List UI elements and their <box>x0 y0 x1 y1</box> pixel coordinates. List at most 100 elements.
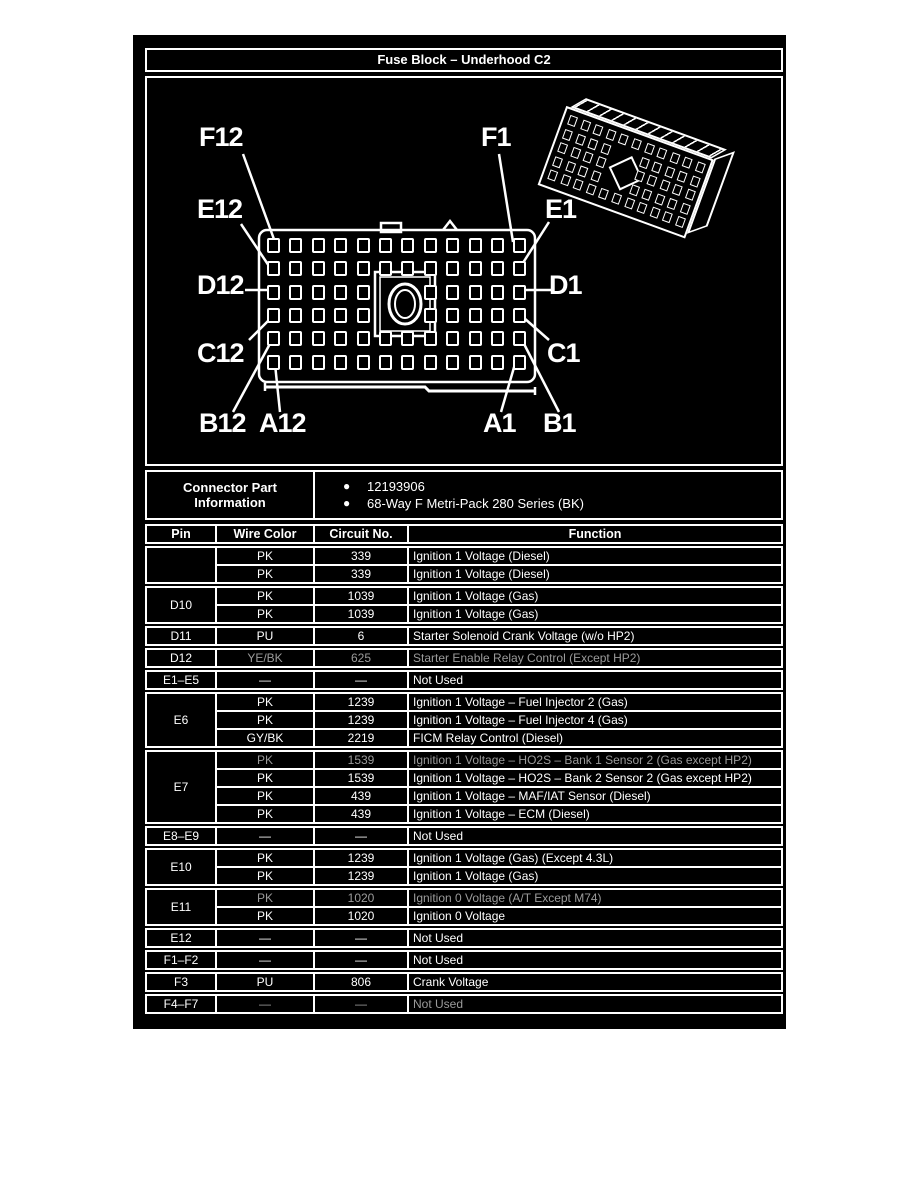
pin-cell <box>147 548 217 582</box>
circuit-no-cell: — <box>315 828 409 844</box>
circuit-no-cell: — <box>315 930 409 946</box>
iso-pin-hole <box>623 197 635 210</box>
pin-cell: F1–F2 <box>147 952 217 968</box>
table-row-group: F1–F2——Not Used <box>145 950 783 970</box>
pin-hole <box>468 238 482 253</box>
pin-cell: E7 <box>147 752 217 822</box>
iso-pin-hole <box>641 188 653 201</box>
pin-hole <box>311 261 325 276</box>
pin-hole <box>423 355 437 370</box>
function-cell: Ignition 1 Voltage (Gas) (Except 4.3L) <box>413 851 614 865</box>
wire-color-cell: — <box>217 952 315 968</box>
pin-hole <box>423 261 437 276</box>
wire-color-cell: PU <box>217 974 315 990</box>
pin-cell: E10 <box>147 850 217 884</box>
pin-hole <box>267 285 280 300</box>
wire-color-cell: GY/BK <box>217 730 315 746</box>
circuit-no-cell: 1020 <box>315 908 409 924</box>
table-row: ——Not Used <box>217 952 781 968</box>
iso-pin-hole <box>677 170 689 183</box>
wire-color-cell: PK <box>217 850 315 866</box>
iso-pin-hole <box>682 156 694 169</box>
iso-pin-hole <box>672 183 684 197</box>
function-cell: Not Used <box>413 673 464 687</box>
pin-cell: E12 <box>147 930 217 946</box>
function-cell: Not Used <box>413 829 464 843</box>
pin-cell: F3 <box>147 974 217 990</box>
pin-hole <box>356 308 370 323</box>
function-cell: Ignition 1 Voltage (Diesel) <box>413 549 550 563</box>
bullet-icon: ● <box>343 479 351 493</box>
table-row-group: E12——Not Used <box>145 928 783 948</box>
scanned-table-image: Fuse Block – Underhood C2 <box>133 35 786 1029</box>
function-cell: Ignition 1 Voltage – HO2S – Bank 1 Senso… <box>413 753 752 767</box>
function-cell: Not Used <box>413 997 464 1011</box>
pin-hole <box>491 355 504 370</box>
part-series: 68-Way F Metri-Pack 280 Series (BK) <box>367 496 584 511</box>
circuit-no-cell: 1539 <box>315 770 409 786</box>
row-group-rows: ——Not Used <box>217 828 781 844</box>
pin-hole <box>379 238 392 253</box>
function-cell: Ignition 1 Voltage (Gas) <box>413 607 539 621</box>
pin-hole <box>379 331 392 346</box>
iso-pin-hole <box>552 155 564 168</box>
pin-hole <box>513 285 527 300</box>
circuit-no-cell: 1539 <box>315 752 409 768</box>
pin-hole <box>334 331 348 346</box>
pin-hole <box>311 238 325 253</box>
pin-hole <box>491 308 504 323</box>
pin-hole <box>491 285 504 300</box>
iso-pin-hole <box>662 211 674 224</box>
function-cell: Ignition 1 Voltage – HO2S – Bank 2 Senso… <box>413 771 752 785</box>
pin-cell: E8–E9 <box>147 828 217 844</box>
wire-color-cell: PK <box>217 606 315 622</box>
circuit-no-cell: — <box>315 996 409 1012</box>
iso-pin-hole <box>547 169 559 182</box>
pin-hole <box>356 285 370 300</box>
pin-hole <box>267 238 280 253</box>
pin-hole <box>401 331 415 346</box>
wire-color-cell: PK <box>217 868 315 884</box>
part-number-item: ● 12193906 <box>343 478 781 495</box>
iso-pin-hole <box>577 165 589 178</box>
pin-label-f12: F12 <box>199 122 244 152</box>
connector-part-information: Connector Part Information ● 12193906 ● … <box>145 470 783 520</box>
pin-hole <box>379 355 392 370</box>
table-row: ——Not Used <box>217 930 781 946</box>
pin-hole <box>289 331 303 346</box>
iso-pin-hole <box>664 165 676 178</box>
pin-hole <box>423 238 437 253</box>
pin-label-a1: A1 <box>483 408 517 438</box>
connector-outline <box>257 228 537 384</box>
pin-hole <box>468 285 482 300</box>
function-cell: Ignition 1 Voltage (Gas) <box>413 869 539 883</box>
iso-pin-hole <box>684 188 696 201</box>
iso-pin-hole <box>636 201 648 215</box>
iso-pin-hole <box>611 192 623 205</box>
wire-color-cell: PK <box>217 752 315 768</box>
wire-color-cell: PK <box>217 712 315 728</box>
table-row: ——Not Used <box>217 996 781 1012</box>
circuit-no-cell: — <box>315 672 409 688</box>
iso-pin-hole <box>605 128 617 141</box>
iso-pin-hole <box>587 137 599 150</box>
circuit-no-cell: 1020 <box>315 890 409 906</box>
wire-color-cell: PK <box>217 908 315 924</box>
pin-cell: E6 <box>147 694 217 746</box>
pin-hole <box>334 261 348 276</box>
pin-hole <box>423 308 437 323</box>
circuit-no-cell: 1239 <box>315 694 409 710</box>
